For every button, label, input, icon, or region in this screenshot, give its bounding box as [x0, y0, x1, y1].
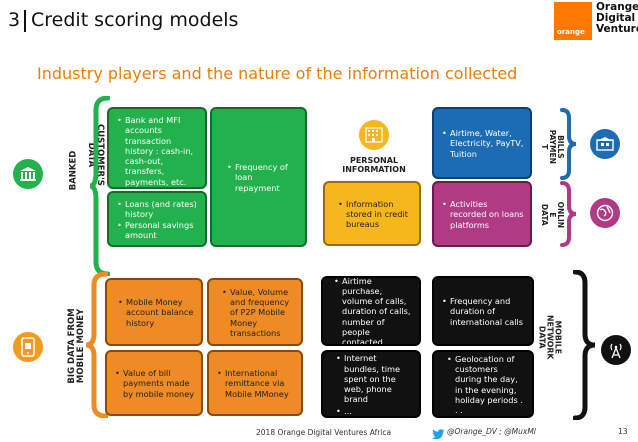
page-title: Credit scoring models [31, 9, 239, 31]
orange-brace [85, 272, 108, 418]
box-international-calls: Frequency and duration of international … [432, 276, 534, 346]
label-network-line1: MOBILE [553, 320, 563, 355]
text-bills: Airtime, Water, Electricity, PayTV, Tuit… [442, 128, 524, 159]
text-loans-history: Loans (and rates) history [117, 199, 199, 220]
text-mm-balance: Mobile Money account balance history [118, 297, 195, 328]
footer-twitter-handles[interactable]: @Orange_DV ; @MuxMl [447, 427, 536, 436]
box-p2p-transactions: Value, Volume and frequency of P2P Mobil… [207, 278, 303, 346]
orange-logo: orange [554, 2, 592, 40]
box-bills-payment: Airtime, Water, Electricity, PayTV, Tuit… [432, 107, 532, 179]
text-geolocation: Geolocation of customers during the day,… [447, 354, 526, 416]
label-network-line3: DATA [536, 325, 546, 349]
text-internet: Internet bundles, time spent on the web,… [336, 353, 413, 404]
label-online-line2: E [547, 212, 557, 218]
building-icon [359, 120, 389, 150]
text-credit-bureaus: Information stored in credit bureaus [338, 199, 413, 230]
antenna-icon [601, 335, 631, 365]
twitter-icon [432, 425, 445, 440]
text-loan-frequency: Frequency of loan repayment [227, 162, 299, 193]
label-bills-line2: PAYMEN [547, 129, 557, 164]
footer-copyright: 2018 Orange Digital Ventures Africa [256, 428, 392, 437]
logo-text: Orange Digital Ventures [596, 2, 638, 35]
text-internet-more: ... [336, 406, 413, 417]
box-credit-bureaus: Information stored in credit bureaus [323, 181, 421, 246]
label-personal-line1: PERSONAL [349, 156, 399, 165]
box-airtime-calls: Airtime purchase, volume of calls, durat… [321, 276, 421, 346]
text-bank-mfi: Bank and MFI accounts transaction histor… [117, 115, 199, 187]
mobile-phone-icon [13, 332, 43, 362]
text-p2p: Value, Volume and frequency of P2P Mobil… [222, 287, 295, 338]
box-bill-payments: Value of bill payments made by mobile mo… [105, 350, 203, 416]
label-online-line3: DATA [540, 203, 550, 226]
label-network-line2: NETWORK [545, 315, 555, 360]
logo-line-1: Orange [596, 1, 638, 13]
header-rule [0, 0, 638, 3]
logo-line-2: Digital [596, 12, 636, 24]
box-mobile-money-balance: Mobile Money account balance history [105, 278, 203, 346]
box-loans-history: Loans (and rates) history Personal savin… [107, 191, 207, 247]
blue-brace [560, 108, 577, 180]
box-international-remittance: International remittance via Mobile MMon… [207, 350, 303, 416]
text-intl-calls: Frequency and duration of international … [442, 296, 526, 327]
text-personal-savings: Personal savings amount [117, 220, 199, 241]
subtitle: Industry players and the nature of the i… [37, 64, 518, 83]
logo-line-3: Ventures [596, 23, 638, 35]
box-bank-mfi-history: Bank and MFI accounts transaction histor… [107, 107, 207, 189]
label-banked: BANKED [68, 150, 79, 191]
text-online: Activities recorded on loans platforms [442, 199, 524, 230]
box-internet-usage: Internet bundles, time spent on the web,… [321, 350, 421, 418]
label-mobile-network: MOBILE NETWORK DATA [537, 294, 562, 380]
green-brace [89, 96, 110, 276]
black-brace [573, 270, 596, 420]
text-bill-payments: Value of bill payments made by mobile mo… [115, 368, 195, 399]
bank-icon [13, 159, 43, 189]
label-personal-information: PERSONAL INFORMATION [326, 156, 422, 175]
text-airtime-calls: Airtime purchase, volume of calls, durat… [334, 278, 413, 344]
box-loan-frequency: Frequency of loan repayment [210, 107, 307, 247]
orange-logo-word: orange [557, 28, 585, 36]
purple-brace [560, 181, 577, 247]
box-online-data: Activities recorded on loans platforms [432, 181, 532, 247]
globe-icon [590, 198, 620, 228]
label-personal-line2: INFORMATION [342, 164, 406, 174]
bill-icon [590, 129, 620, 159]
section-divider [24, 10, 26, 32]
label-bills-line3: T [540, 144, 550, 150]
text-remittance: International remittance via Mobile MMon… [217, 368, 295, 399]
section-number: 3 [8, 9, 21, 31]
page-number: 13 [618, 427, 628, 436]
box-geolocation: Geolocation of customers during the day,… [432, 350, 534, 418]
